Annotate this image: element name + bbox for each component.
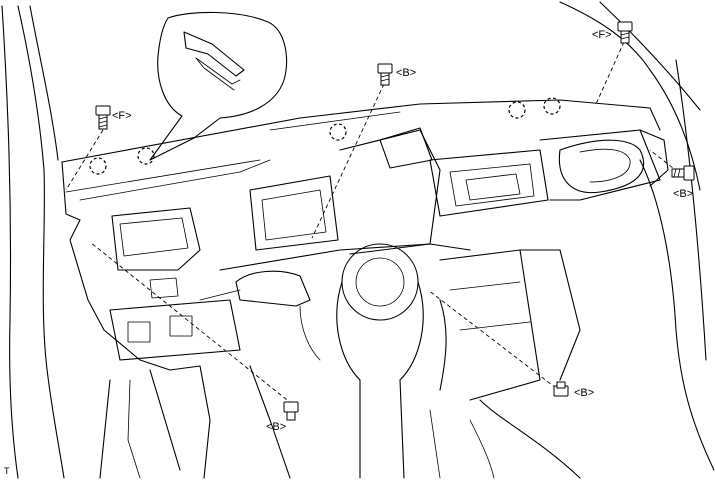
hvac-unit [429,249,581,479]
detail-callout [149,11,288,161]
bolt-f-right [617,21,633,44]
label-bolt-b-right: <B> [673,188,693,200]
clip-marker [329,123,347,141]
clip-markers [89,97,561,175]
bolt-b-top [377,63,393,86]
label-bolt-b-lower-left: <B> [266,421,286,433]
label-bolt-b-top: <B> [396,67,416,79]
label-bolt-f-left: <F> [112,110,132,122]
clip-marker [89,157,107,175]
lower-switch-panel [99,277,291,479]
bolt-guide-lines [65,41,679,405]
label-bolt-f-right: <F> [592,29,612,41]
steering-column [199,243,424,479]
clip-marker [508,101,526,119]
clip-marker [137,147,155,165]
bolt-b-right [671,165,695,181]
label-bolt-b-lower-right: <B> [574,387,594,399]
bolt-f-left [95,105,111,130]
footer-mark: T [4,466,10,476]
instrument-panel [61,99,669,371]
bolt-b-lower-left [283,401,299,421]
clip-marker [543,97,561,115]
bolt-b-lower-right [553,381,569,397]
